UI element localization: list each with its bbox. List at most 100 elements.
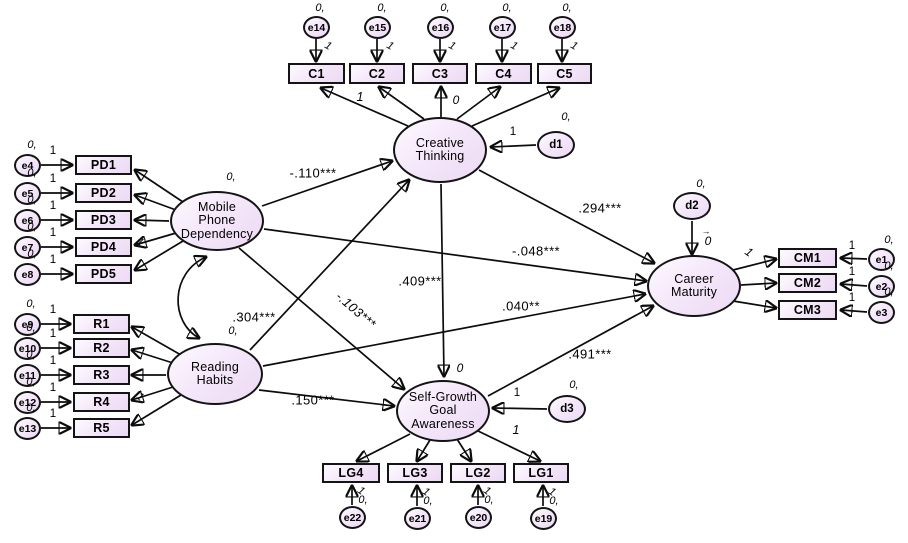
path-mpd-to-ct bbox=[261, 161, 392, 207]
error-e22: e22 bbox=[339, 506, 366, 529]
indicator-r5: R5 bbox=[73, 418, 130, 438]
path-e3-to-cm3 bbox=[841, 310, 868, 312]
mean-var-e1: 0, bbox=[884, 234, 894, 246]
indicator-lg1: LG1 bbox=[513, 463, 569, 483]
indicator-c1: C1 bbox=[288, 63, 345, 84]
fixed-1-d1: 1 bbox=[509, 126, 517, 138]
indicator-pd1: PD1 bbox=[75, 155, 132, 175]
path-cm-to-cm1 bbox=[732, 259, 776, 271]
indicator-c3: C3 bbox=[412, 63, 468, 84]
path-sgga-to-lg2 bbox=[456, 438, 471, 461]
path-mpd-to-pd1 bbox=[135, 170, 184, 203]
mean-var-rh: 0, bbox=[228, 325, 238, 337]
fixed-1-e2: 1 bbox=[848, 266, 856, 278]
mean-var-e15: 0, bbox=[377, 2, 387, 14]
error-e9: e9 bbox=[14, 313, 41, 336]
coef-sgga-to-cm: .491*** bbox=[568, 346, 612, 362]
error-e12: e12 bbox=[14, 391, 41, 414]
path-rh-to-r1 bbox=[132, 327, 182, 356]
error-e4: e4 bbox=[14, 154, 41, 177]
path-rh-to-ct bbox=[249, 180, 409, 351]
error-e15: e15 bbox=[364, 16, 391, 39]
indicator-c2: C2 bbox=[349, 63, 405, 84]
mean-var-e12: 0, bbox=[26, 376, 36, 388]
path-mpd-to-pd5 bbox=[135, 240, 184, 270]
coef-rh-to-cm: .040** bbox=[502, 298, 540, 314]
indicator-cm2: CM2 bbox=[778, 273, 837, 293]
mean-var-e20: 0, bbox=[484, 494, 494, 506]
error-e5: e5 bbox=[14, 182, 41, 205]
path-ct-to-sgga bbox=[441, 183, 444, 376]
mean-var-e14: 0, bbox=[315, 2, 325, 14]
indicator-c5: C5 bbox=[537, 63, 592, 84]
latent-mobile-phone-dependency: Mobile Phone Dependency bbox=[170, 191, 264, 251]
indicator-pd2: PD2 bbox=[75, 183, 132, 203]
error-e19: e19 bbox=[530, 507, 557, 530]
indicator-lg3: LG3 bbox=[387, 463, 443, 483]
error-e6: e6 bbox=[14, 209, 41, 232]
fixed-1-ct-c1: 1 bbox=[356, 90, 364, 104]
latent-self-growth-goal-awareness: Self-Growth Goal Awareness bbox=[396, 380, 490, 442]
covariance-mpd-rh bbox=[177, 257, 206, 338]
fixed-1-e9: 1 bbox=[49, 304, 57, 316]
indicator-c4: C4 bbox=[475, 63, 532, 84]
mean-var-d1: 0, bbox=[561, 111, 571, 123]
path-ct-to-c5 bbox=[471, 88, 559, 127]
fixed-1-e5: 1 bbox=[49, 173, 57, 185]
mean-0-creative-thinking: 0 bbox=[452, 93, 460, 107]
coef-rh-to-sgga: .150*** bbox=[291, 392, 335, 408]
coef-ct-to-sgga: .409*** bbox=[398, 273, 442, 289]
fixed-1-e11: 1 bbox=[49, 355, 57, 367]
indicator-r3: R3 bbox=[73, 365, 130, 385]
error-e21: e21 bbox=[404, 507, 431, 530]
fixed-1-d3: 1 bbox=[513, 387, 521, 399]
error-e14: e14 bbox=[303, 16, 330, 39]
fixed-1-e7: 1 bbox=[49, 227, 57, 239]
path-cm-to-cm3 bbox=[732, 301, 776, 308]
path-rh-to-r5 bbox=[132, 394, 182, 425]
mean-var-e5: 0, bbox=[27, 167, 37, 179]
mean-var-e16: 0, bbox=[440, 2, 450, 14]
mean-var-e17: 0, bbox=[502, 2, 512, 14]
fixed-1-e8: 1 bbox=[49, 254, 57, 266]
path-mpd-to-sgga bbox=[238, 247, 404, 389]
mean-var-e19: 0, bbox=[549, 495, 559, 507]
indicator-pd4: PD4 bbox=[75, 237, 132, 257]
error-e13: e13 bbox=[14, 417, 41, 440]
indicator-pd3: PD3 bbox=[75, 210, 132, 230]
path-ct-to-c4 bbox=[456, 87, 500, 120]
path-rh-to-r2 bbox=[132, 350, 174, 364]
fixed-1-e10: 1 bbox=[49, 328, 57, 340]
latent-creative-thinking: Creative Thinking bbox=[393, 117, 487, 183]
latent-reading-habits: Reading Habits bbox=[167, 343, 263, 405]
coef-ct-to-cm: .294*** bbox=[578, 200, 622, 216]
coef-mpd-to-cm: -.048*** bbox=[511, 243, 561, 259]
disturbance-d3: d3 bbox=[548, 395, 586, 423]
mean-var-e2: 0, bbox=[884, 260, 894, 272]
path-ct-to-c2 bbox=[379, 87, 425, 120]
vector-arrow-decoration: → bbox=[701, 226, 711, 236]
path-mpd-to-cm bbox=[263, 228, 646, 281]
fixed-1-e3: 1 bbox=[848, 292, 856, 304]
path-sgga-to-cm bbox=[487, 306, 653, 397]
mean-var-e18: 0, bbox=[562, 2, 572, 14]
disturbance-d2: d2 bbox=[673, 192, 711, 220]
error-e16: e16 bbox=[427, 16, 454, 39]
indicator-r1: R1 bbox=[73, 314, 130, 334]
mean-var-d2: 0, bbox=[696, 178, 706, 190]
indicator-r2: R2 bbox=[73, 338, 130, 358]
mean-var-e22: 0, bbox=[358, 494, 368, 506]
error-e2: e2 bbox=[868, 275, 895, 298]
indicator-lg2: LG2 bbox=[450, 463, 506, 483]
mean-var-e6: 0, bbox=[27, 194, 37, 206]
fixed-1-e6: 1 bbox=[49, 200, 57, 212]
fixed-1-sgga-lg1: 1 bbox=[512, 423, 520, 437]
indicator-cm1: CM1 bbox=[778, 248, 837, 268]
indicator-pd5: PD5 bbox=[75, 264, 132, 284]
path-d3-to-sgga bbox=[493, 408, 548, 409]
mean-var-e8: 0, bbox=[27, 248, 37, 260]
path-cm-to-cm2 bbox=[740, 283, 776, 285]
mean-0-self-growth: 0 bbox=[456, 361, 464, 375]
path-d1-to-ct bbox=[491, 145, 537, 147]
